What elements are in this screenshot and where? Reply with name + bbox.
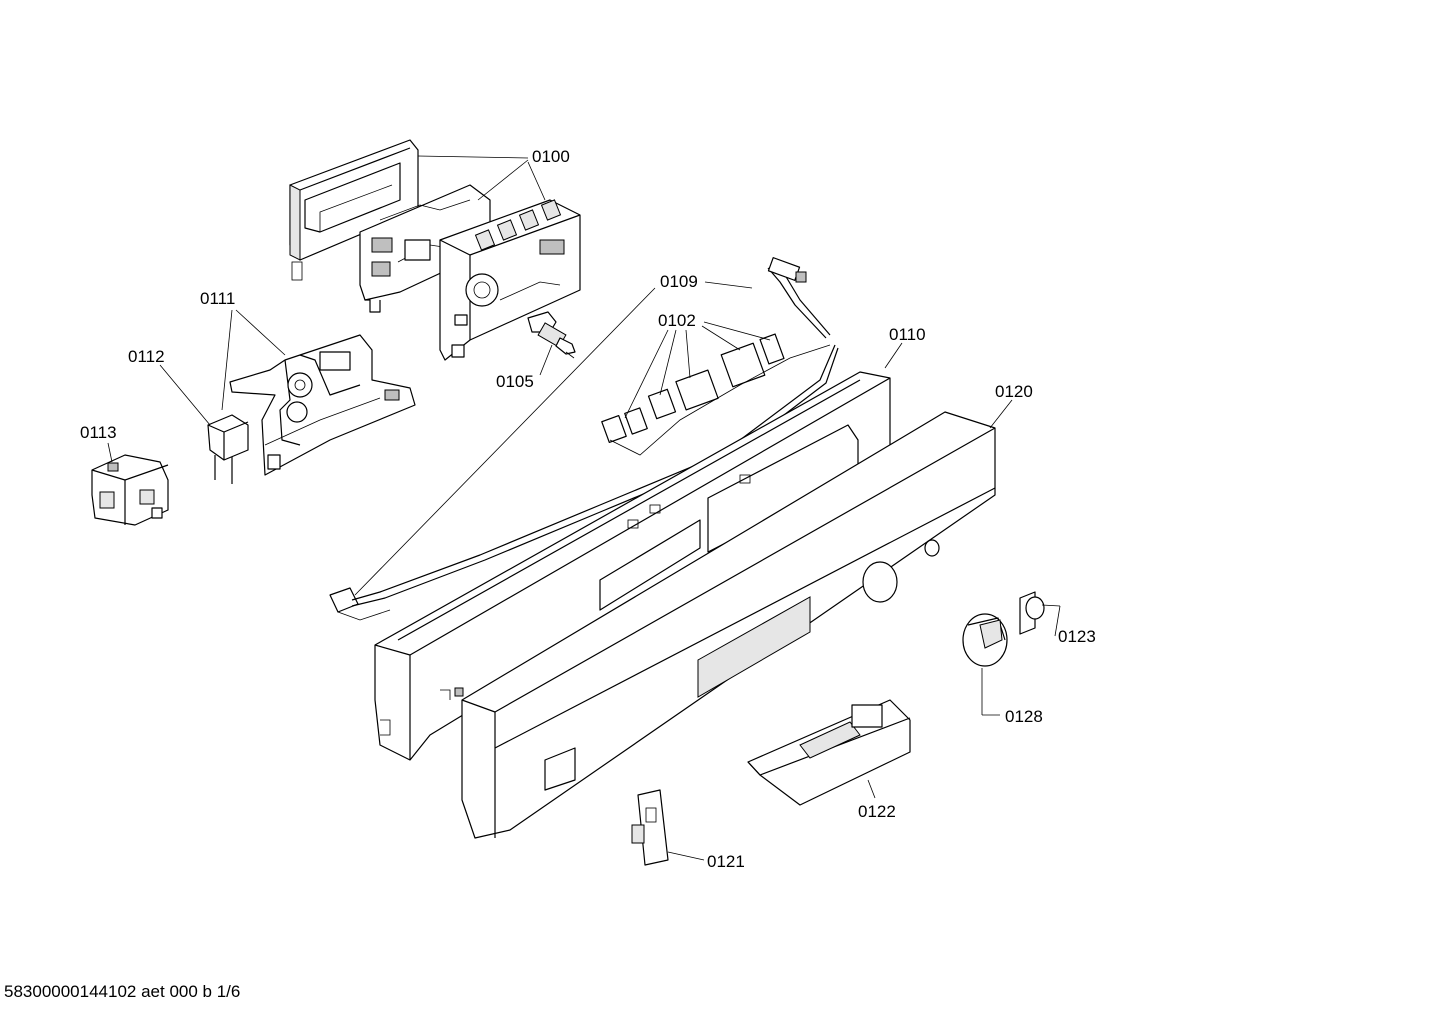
label-0100: 0100: [532, 147, 570, 166]
label-0111: 0111: [200, 289, 235, 308]
drawing-code: 58300000144102 aet 000 b 1/6: [4, 982, 240, 1001]
label-0121: 0121: [707, 852, 745, 871]
part-0113-selector: [91, 454, 169, 526]
label-0123: 0123: [1058, 627, 1096, 646]
label-0110: 0110: [889, 325, 926, 344]
part-0112-switch: [207, 414, 249, 484]
label-0105: 0105: [496, 372, 534, 391]
part-0102-connectors: [601, 333, 831, 456]
label-0109: 0109: [660, 272, 698, 291]
module-buttons: [474, 199, 562, 251]
leader-lines: [107, 155, 1061, 861]
part-0120-front-panel: [461, 411, 996, 839]
label-0102: 0102: [658, 311, 696, 330]
part-0105-sensor: [527, 311, 576, 359]
part-0122-dispenser: [747, 699, 911, 806]
part-0121-latch: [631, 789, 669, 866]
part-labels: 0100 0109 0111 0102 0110 0112 0105 0120 …: [80, 147, 1096, 871]
part-0123-pushbutton: [1019, 591, 1045, 635]
part-0128-knob: [962, 613, 1008, 667]
part-0109-wiring-harness: [329, 257, 839, 621]
label-0128: 0128: [1005, 707, 1043, 726]
part-0111-mechanism: [229, 334, 416, 476]
part-0100-module-assembly: [289, 139, 581, 361]
label-0113: 0113: [80, 423, 117, 442]
label-0122: 0122: [858, 802, 896, 821]
part-0110-inner-frame: [374, 371, 891, 761]
label-0112: 0112: [128, 347, 165, 366]
label-0120: 0120: [995, 382, 1033, 401]
